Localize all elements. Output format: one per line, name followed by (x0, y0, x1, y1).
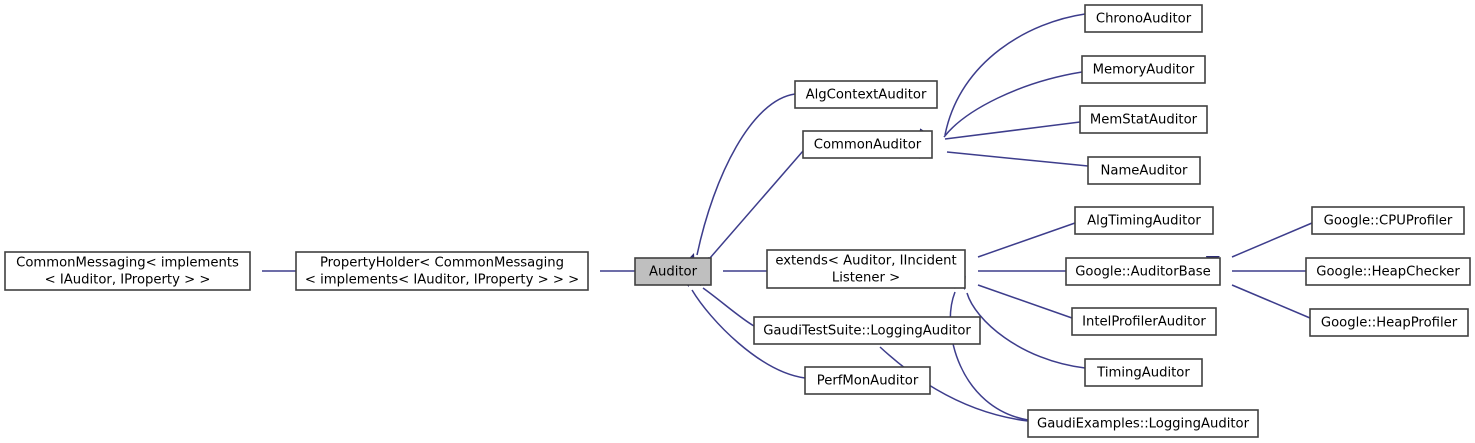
class-node-box[interactable] (794, 80, 938, 109)
class-node-gaudiexamples-loggingauditor[interactable]: GaudiExamples::LoggingAuditor (1027, 409, 1259, 438)
class-node-label: AlgContextAuditor (806, 88, 927, 103)
class-node-algtimingauditor[interactable]: AlgTimingAuditor (1074, 206, 1214, 235)
class-node-label: GaudiExamples::LoggingAuditor (1037, 417, 1250, 432)
class-node-label: Google::HeapProfiler (1321, 316, 1458, 331)
class-node-label: NameAuditor (1101, 164, 1189, 179)
class-node-nameauditor[interactable]: NameAuditor (1087, 156, 1201, 185)
class-node-box[interactable] (634, 257, 712, 286)
inheritance-edge (879, 346, 1029, 422)
inheritance-edge (966, 292, 1086, 369)
class-node-label: extends< Auditor, IIncident (775, 254, 956, 269)
class-node-label: < IAuditor, IProperty > > (45, 273, 211, 288)
class-node-commonauditor[interactable]: CommonAuditor (802, 130, 933, 159)
class-node-box[interactable] (766, 249, 966, 289)
class-node-label: GaudiTestSuite::LoggingAuditor (763, 324, 971, 339)
class-node-label: MemoryAuditor (1093, 63, 1195, 78)
class-node-box[interactable] (295, 251, 589, 291)
class-node-google-cpuprofiler[interactable]: Google::CPUProfiler (1311, 206, 1465, 235)
class-node-box[interactable] (1305, 257, 1471, 286)
class-node-label: < implements< IAuditor, IProperty > > > (305, 273, 579, 288)
class-node-intelprofilerauditor[interactable]: IntelProfilerAuditor (1071, 307, 1217, 336)
class-node-label: Google::HeapChecker (1316, 265, 1460, 280)
class-node-box[interactable] (802, 130, 933, 159)
inheritance-edge (977, 284, 1073, 319)
class-node-box[interactable] (4, 251, 251, 291)
inheritance-edge (943, 71, 1083, 138)
class-node-algcontextauditor[interactable]: AlgContextAuditor (794, 80, 938, 109)
class-node-box[interactable] (1309, 308, 1469, 337)
class-node-label: PropertyHolder< CommonMessaging (320, 256, 564, 271)
class-node-box[interactable] (804, 366, 931, 395)
inheritance-edge (702, 287, 755, 327)
class-node-label: Google::CPUProfiler (1324, 214, 1453, 229)
class-node-label: CommonAuditor (814, 138, 922, 153)
class-node-gauditestsuite-loggingauditor[interactable]: GaudiTestSuite::LoggingAuditor (753, 316, 981, 345)
inheritance-edge (946, 151, 1089, 167)
class-node-label: AlgTimingAuditor (1087, 214, 1201, 229)
class-node-google-heapprofiler[interactable]: Google::HeapProfiler (1309, 308, 1469, 337)
class-node-label: MemStatAuditor (1090, 113, 1198, 128)
class-node-perfmonauditor[interactable]: PerfMonAuditor (804, 366, 931, 395)
inheritance-edge (696, 93, 796, 256)
class-node-label: Auditor (649, 265, 698, 280)
inheritance-edge (1231, 284, 1311, 319)
class-node-chronoauditor[interactable]: ChronoAuditor (1084, 4, 1203, 33)
class-node-box[interactable] (1311, 206, 1465, 235)
class-node-label: CommonMessaging< implements (16, 256, 239, 271)
inheritance-edge (977, 222, 1076, 258)
class-node-label: ChronoAuditor (1096, 12, 1192, 27)
class-node-box[interactable] (1071, 307, 1217, 336)
class-node-google-heapchecker[interactable]: Google::HeapChecker (1305, 257, 1471, 286)
class-node-box[interactable] (1079, 105, 1208, 134)
class-node-box[interactable] (1081, 55, 1206, 84)
class-node-box[interactable] (1027, 409, 1259, 438)
inheritance-edge (944, 13, 1086, 136)
class-node-commonmessaging[interactable]: CommonMessaging< implements < IAuditor, I… (4, 251, 251, 291)
class-node-box[interactable] (1084, 4, 1203, 33)
inheritance-edge (944, 121, 1081, 140)
nodes-layer: CommonMessaging< implements < IAuditor, I… (4, 4, 1471, 438)
class-node-timingauditor[interactable]: TimingAuditor (1084, 358, 1203, 387)
inheritance-edge (709, 150, 804, 259)
class-node-box[interactable] (1074, 206, 1214, 235)
inheritance-edge (949, 291, 1029, 421)
class-node-box[interactable] (1087, 156, 1201, 185)
inheritance-edge (1231, 222, 1313, 258)
class-node-auditor[interactable]: Auditor (634, 257, 712, 286)
class-node-box[interactable] (1065, 257, 1221, 286)
class-node-label: Listener > (832, 271, 900, 286)
class-node-propertyholder[interactable]: PropertyHolder< CommonMessaging < impleme… (295, 251, 589, 291)
inheritance-edge (691, 289, 806, 379)
class-node-box[interactable] (1084, 358, 1203, 387)
class-node-memoryauditor[interactable]: MemoryAuditor (1081, 55, 1206, 84)
class-node-memstatauditor[interactable]: MemStatAuditor (1079, 105, 1208, 134)
class-node-google-auditorbase[interactable]: Google::AuditorBase (1065, 257, 1221, 286)
edges-layer (262, 13, 1313, 422)
class-node-label: PerfMonAuditor (817, 374, 919, 389)
class-node-label: TimingAuditor (1096, 366, 1190, 381)
class-node-label: Google::AuditorBase (1075, 265, 1211, 280)
class-node-label: IntelProfilerAuditor (1082, 315, 1206, 330)
class-node-box[interactable] (753, 316, 981, 345)
